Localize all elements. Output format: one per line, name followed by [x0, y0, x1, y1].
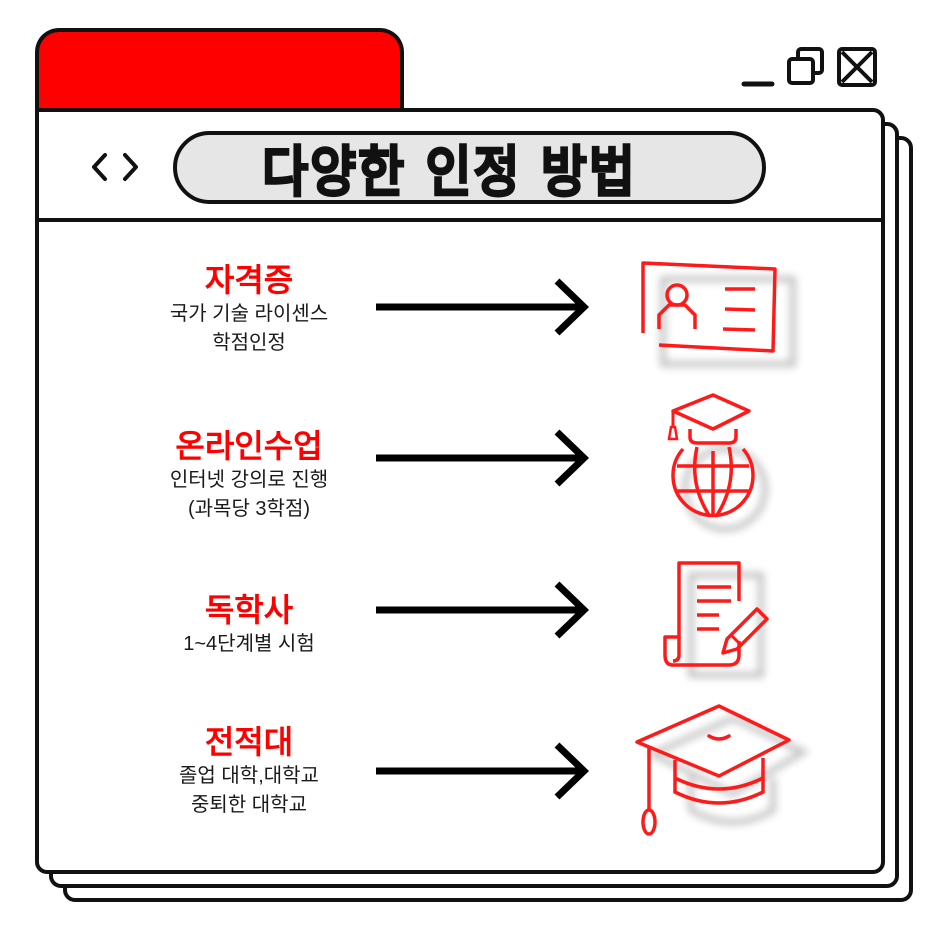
main-window: 다양한 인정 방법 자격증 국가 기술 라이센스 학점인정	[35, 108, 885, 874]
graduation-cap-icon	[629, 698, 810, 852]
method-desc-line: 1~4단계별 시험	[183, 633, 315, 655]
window-header: 다양한 인정 방법	[39, 112, 881, 222]
id-card-icon	[639, 255, 796, 369]
method-desc-line: 중퇴한 대학교	[191, 794, 307, 816]
globe-graduation-cap-icon	[653, 389, 773, 533]
method-desc-line: 학점인정	[212, 332, 286, 354]
code-brackets-icon[interactable]	[89, 150, 149, 184]
method-desc-line: 인터넷 강의로 진행	[169, 469, 329, 491]
method-heading: 전적대	[204, 724, 294, 760]
title-pill: 다양한 인정 방법	[173, 131, 766, 205]
arrow-right-icon	[376, 429, 590, 487]
arrow-right-icon	[376, 581, 590, 639]
method-desc-line: 졸업 대학,대학교	[179, 765, 319, 787]
arrow-right-icon	[376, 278, 590, 336]
method-heading: 독학사	[204, 592, 294, 628]
page-title: 다양한 인정 방법	[261, 139, 637, 205]
window-controls	[740, 46, 878, 88]
window-tab[interactable]	[35, 28, 404, 112]
method-desc-line: (과목당 3학점)	[188, 498, 310, 520]
minimize-icon[interactable]	[740, 46, 776, 88]
arrow-right-icon	[376, 742, 590, 800]
close-icon[interactable]	[836, 46, 878, 88]
method-heading: 온라인수업	[175, 428, 323, 464]
document-pencil-icon	[659, 557, 779, 681]
method-heading: 자격증	[204, 262, 294, 298]
method-desc-line: 국가 기술 라이센스	[169, 303, 329, 325]
restore-icon[interactable]	[786, 46, 826, 88]
